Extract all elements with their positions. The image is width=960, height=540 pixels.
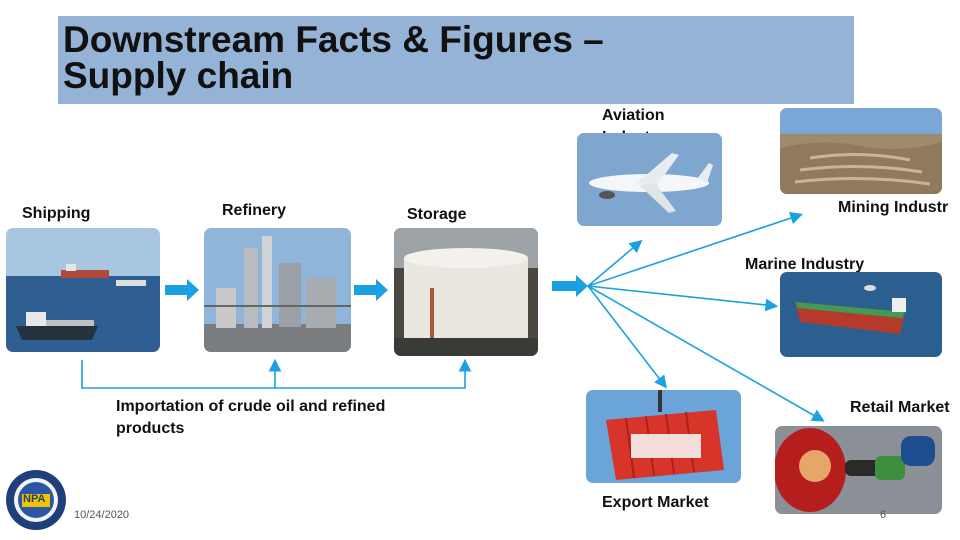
label-retail: Retail Market xyxy=(850,399,950,416)
marine-image xyxy=(780,272,942,357)
label-refinery: Refinery xyxy=(222,202,287,219)
mining-image xyxy=(780,108,942,194)
export-image xyxy=(586,390,741,483)
line-to-marine xyxy=(587,285,779,312)
line-to-aviation xyxy=(587,239,643,287)
aviation-image xyxy=(577,133,722,226)
line-to-retail xyxy=(587,285,825,422)
footer-date: 10/24/2020 xyxy=(74,509,130,521)
logo-text: NPA xyxy=(23,493,46,505)
label-mining: Mining Industr xyxy=(838,199,949,216)
storage-image xyxy=(394,228,538,356)
retail-image xyxy=(775,426,942,514)
arrow-shipping-to-refinery xyxy=(165,279,199,301)
arrow-refinery-to-storage xyxy=(354,279,388,301)
label-storage: Storage xyxy=(407,206,467,223)
label-importation: Importation of crude oil and refined pro… xyxy=(116,398,386,437)
title-band xyxy=(58,16,854,104)
label-shipping: Shipping xyxy=(22,205,91,222)
importation-loop xyxy=(81,358,472,389)
shipping-image xyxy=(6,228,160,352)
npa-logo: NPA xyxy=(4,468,68,532)
page-title: Downstream Facts & Figures – Supply chai… xyxy=(63,19,604,96)
label-marine: Marine Industry xyxy=(745,256,865,273)
refinery-image xyxy=(204,228,351,352)
page-number: 6 xyxy=(880,509,887,521)
label-export: Export Market xyxy=(602,494,709,511)
line-to-mining xyxy=(587,211,804,287)
line-to-export xyxy=(587,285,667,389)
arrow-storage-to-hub xyxy=(552,275,588,297)
